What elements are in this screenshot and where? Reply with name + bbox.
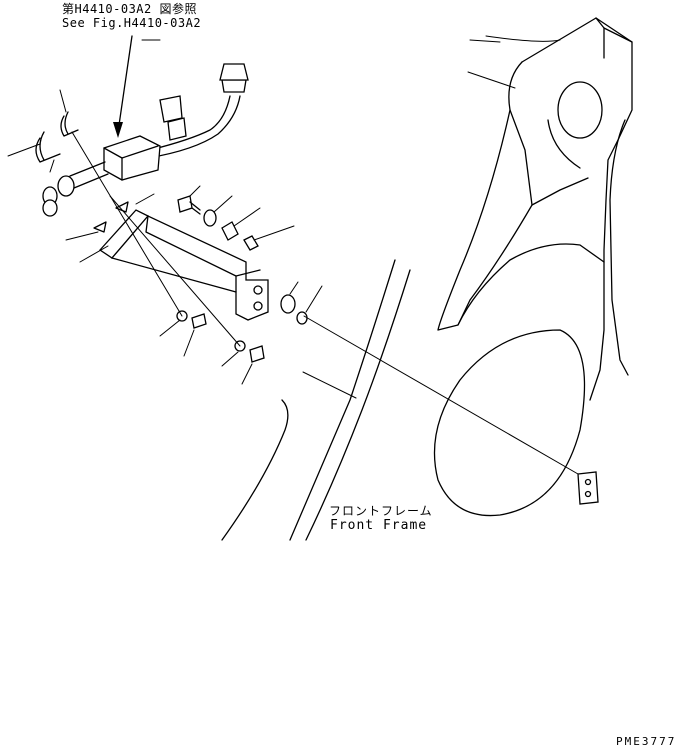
hose-assembly: [7, 35, 249, 217]
mounting-block: [577, 471, 599, 505]
front-frame: [221, 17, 633, 541]
drawing-code: PME3777: [616, 735, 677, 748]
reference-label-en: See Fig.H4410-03A2: [62, 16, 202, 30]
reference-label-jp: 第H4410-03A2 図参照: [62, 2, 197, 16]
front-frame-label-en: Front Frame: [330, 518, 428, 533]
front-frame-label-jp: フロントフレーム: [329, 504, 433, 518]
bracket-assembly: [65, 131, 579, 475]
